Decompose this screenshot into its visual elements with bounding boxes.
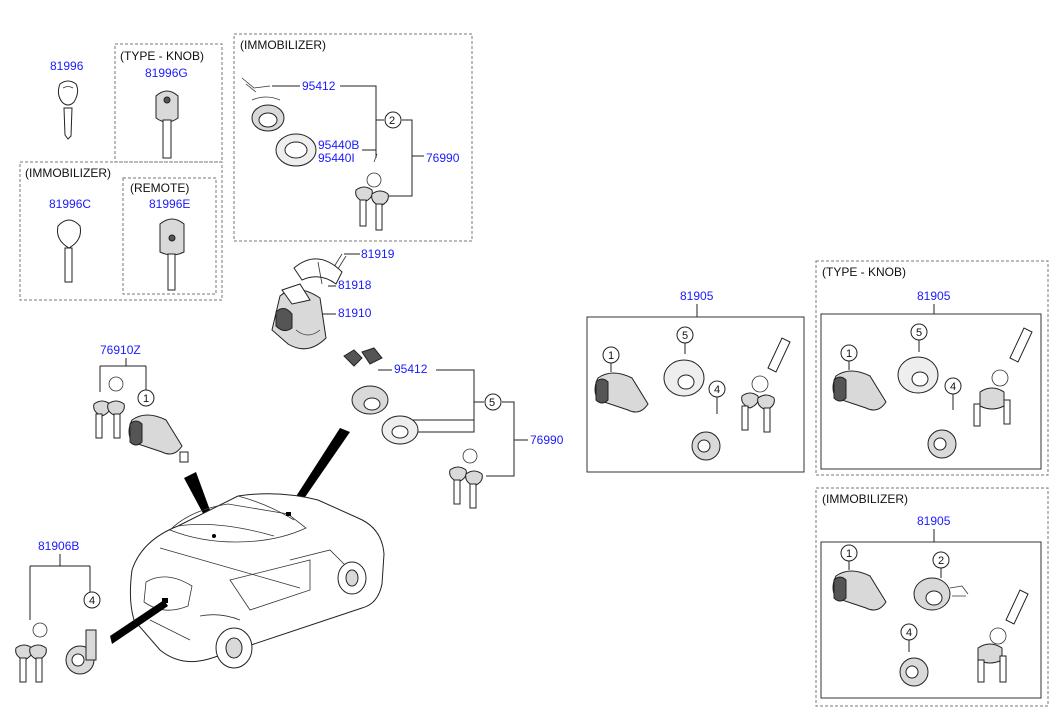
lock-set-frame-2	[820, 313, 1042, 470]
immobilizer-top-box	[233, 33, 473, 242]
key-group-top-left: 81996 (TYPE - KNOB) 81996G (IMMOBILIZER)…	[19, 43, 223, 301]
callout-1-door-label: 1	[143, 393, 149, 405]
part-number-81905-knob[interactable]: 81905	[917, 289, 951, 303]
callout-5-set2: 5	[916, 327, 922, 339]
lock-set-81905-standard: 81905 1 5 4	[586, 289, 805, 473]
vehicle-illustration	[129, 493, 385, 669]
tailgate-lock-group: 81906B 4	[15, 539, 101, 683]
part-number-76990-center[interactable]: 76990	[530, 433, 564, 447]
ignition-cylinder-icon-set1	[663, 359, 705, 397]
immobilizer-antenna-icon	[241, 77, 285, 132]
type-knob-box-2	[815, 260, 1049, 476]
key-set-icon-set1	[741, 337, 791, 433]
immobilizer-key-box	[19, 161, 223, 301]
part-number-81996c[interactable]: 81996C	[49, 197, 91, 211]
part-number-76990-top[interactable]: 76990	[426, 151, 460, 165]
door-cylinder-icon-set2	[832, 370, 887, 411]
center-cylinder-icon	[351, 385, 389, 415]
part-number-81996g[interactable]: 81996G	[145, 66, 188, 80]
callout-1-set3: 1	[846, 548, 852, 560]
part-number-81910[interactable]: 81910	[338, 306, 372, 320]
callout-2-top	[384, 111, 402, 129]
lock-body-icon	[271, 283, 327, 350]
part-number-81906b[interactable]: 81906B	[38, 539, 79, 553]
callout-4-set3: 4	[906, 627, 912, 639]
callout-1-door	[137, 389, 155, 407]
tailgate-key-set-icon	[15, 622, 48, 683]
part-number-95412-center[interactable]: 95412	[394, 362, 428, 376]
callout-5-center	[484, 393, 502, 411]
part-number-81996[interactable]: 81996	[50, 59, 84, 73]
part-number-95440i[interactable]: 95440I	[318, 151, 355, 165]
callout-2-label: 2	[389, 115, 395, 127]
callout-1-set2: 1	[846, 348, 852, 360]
immobilizer-caption-3: (IMMOBILIZER)	[822, 492, 908, 506]
type-knob-box	[114, 43, 223, 163]
key-set-icon	[355, 153, 389, 231]
immobilizer-box-3	[815, 487, 1049, 707]
part-number-81919[interactable]: 81919	[361, 247, 395, 261]
immobilizer-top-caption: (IMMOBILIZER)	[240, 38, 326, 52]
callout-1-set1: 1	[608, 350, 614, 362]
ignition-immobilizer-icon-set3	[913, 577, 969, 611]
immobilizer-key-icon	[57, 219, 81, 283]
center-antenna-icon	[343, 347, 383, 367]
blank-key-icon	[57, 80, 79, 140]
lock-set-frame-3	[820, 541, 1042, 699]
door-lock-group: 76910Z 1	[93, 343, 218, 534]
pointer-ignition	[286, 428, 350, 516]
part-number-81905-immobilizer[interactable]: 81905	[917, 514, 951, 528]
remote-box	[122, 177, 217, 295]
lock-set-frame-1	[586, 316, 805, 473]
lock-set-81905-knob: (TYPE - KNOB) 81905 1 5 4	[815, 260, 1049, 476]
immobilizer-caption: (IMMOBILIZER)	[25, 166, 111, 180]
lock-set-81905-immobilizer: (IMMOBILIZER) 81905 1 2 4	[815, 487, 1049, 707]
tailgate-cylinder-icon-set2	[927, 429, 957, 459]
part-number-95412-top[interactable]: 95412	[302, 79, 336, 93]
part-number-81905-standard[interactable]: 81905	[680, 289, 714, 303]
door-cylinder-icon-set1	[594, 372, 649, 413]
center-ring-icon	[381, 415, 419, 445]
callout-2-set3: 2	[938, 555, 944, 567]
type-knob-caption: (TYPE - KNOB)	[120, 49, 204, 63]
part-number-81918[interactable]: 81918	[338, 278, 372, 292]
immobilizer-top-group: (IMMOBILIZER) 95412 95440B 95440I 76990 …	[233, 33, 473, 242]
remote-caption: (REMOTE)	[130, 181, 189, 195]
tailgate-cylinder-icon-set1	[691, 431, 721, 461]
center-key-set-icon	[449, 448, 483, 509]
ignition-cylinder-icon-set2	[897, 356, 939, 394]
callout-4-set1: 4	[714, 384, 720, 396]
part-number-76910z[interactable]: 76910Z	[100, 343, 141, 357]
callout-5-center-label: 5	[489, 397, 495, 409]
part-number-95440b[interactable]: 95440B	[318, 138, 359, 152]
knob-key-icon-set2	[973, 327, 1033, 427]
tailgate-cylinder-icon-set3	[899, 657, 929, 687]
callout-4-set2: 4	[950, 381, 956, 393]
antenna-ring-icon	[275, 133, 317, 167]
door-cylinder-icon-set3	[832, 570, 887, 611]
callout-4-tailgate-label: 4	[89, 595, 95, 607]
remote-key-icon	[159, 218, 185, 291]
door-key-set-icon	[93, 376, 125, 439]
lock-bracket-icon	[293, 258, 343, 285]
type-knob-caption-2: (TYPE - KNOB)	[822, 265, 906, 279]
callout-5-set1: 5	[682, 330, 688, 342]
part-number-81996e[interactable]: 81996E	[149, 197, 190, 211]
pointer-tailgate	[110, 600, 168, 644]
center-lock-assembly: 81919 81918 81910 95412 76990 5	[271, 247, 564, 509]
tailgate-cylinder-icon	[65, 629, 97, 675]
knob-key-icon	[155, 90, 179, 159]
key-set-icon-set3	[977, 589, 1029, 683]
door-cylinder-icon	[128, 414, 189, 463]
callout-4-tailgate	[83, 591, 101, 609]
